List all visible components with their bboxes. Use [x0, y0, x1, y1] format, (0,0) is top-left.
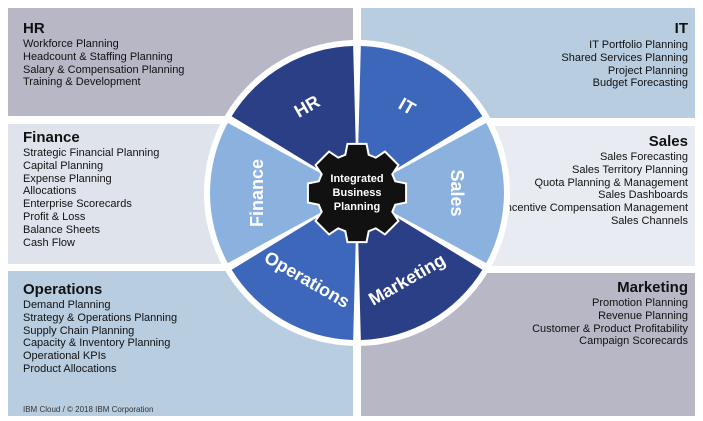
list-item: Shared Services Planning: [561, 51, 688, 64]
list-item: IT Portfolio Planning: [589, 39, 688, 51]
list-item: Incentive Compensation Management: [502, 202, 688, 215]
list-item: Sales Territory Planning: [572, 163, 688, 176]
list-item: Demand Planning: [23, 299, 111, 311]
list-item: Sales Channels: [610, 214, 688, 227]
gear-icon: [306, 142, 408, 244]
list-item: Allocations: [23, 185, 77, 198]
list-item: Operational KPIs: [23, 350, 107, 363]
list-item: Headcount & Staffing Planning: [23, 50, 173, 63]
list-item: Capacity & Inventory Planning: [23, 337, 171, 350]
hr-title: HR: [23, 20, 45, 37]
operations-title: Operations: [23, 281, 103, 298]
list-item: Customer & Product Profitability: [532, 322, 688, 335]
list-item: Supply Chain Planning: [23, 324, 135, 337]
hr-list: Workforce Planning Headcount & Staffing …: [23, 38, 184, 89]
list-item: Workforce Planning: [23, 38, 119, 50]
list-item: Quota Planning & Management: [534, 176, 689, 189]
list-item: Sales Forecasting: [599, 151, 688, 163]
copyright-footer: IBM Cloud / © 2018 IBM Corporation: [23, 405, 154, 414]
wheel-label-sales: Sales: [447, 169, 467, 216]
list-item: Capital Planning: [23, 159, 104, 172]
sales-title: Sales: [648, 133, 688, 150]
list-item: Expense Planning: [23, 172, 112, 185]
center-label-line-1: Integrated: [330, 173, 383, 185]
sales-list: Sales Forecasting Sales Territory Planni…: [503, 151, 688, 228]
wheel-segment-finance: [210, 122, 354, 264]
list-item: Cash Flow: [23, 236, 75, 249]
list-item: Training & Development: [23, 76, 141, 89]
it-list: IT Portfolio Planning Shared Services Pl…: [561, 39, 688, 90]
list-item: Sales Dashboards: [598, 189, 688, 202]
marketing-panel: Marketing Promotion Planning Revenue Pla…: [361, 273, 695, 416]
list-item: Enterprise Scorecards: [23, 198, 132, 211]
wheel-label-finance: Finance: [247, 159, 267, 227]
marketing-title: Marketing: [617, 279, 688, 296]
list-item: Profit & Loss: [23, 210, 86, 223]
operations-list: Demand Planning Strategy & Operations Pl…: [23, 299, 177, 376]
list-item: Strategic Financial Planning: [23, 147, 160, 159]
finance-title: Finance: [23, 129, 80, 146]
list-item: Campaign Scorecards: [579, 335, 688, 348]
list-item: Product Allocations: [23, 362, 117, 375]
finance-list: Strategic Financial Planning Capital Pla…: [23, 147, 159, 249]
center-label-line-2: Business: [333, 187, 382, 199]
list-item: Strategy & Operations Planning: [23, 311, 178, 324]
it-title: IT: [674, 20, 688, 37]
list-item: Balance Sheets: [23, 223, 101, 236]
list-item: Budget Forecasting: [592, 77, 688, 90]
list-item: Revenue Planning: [598, 309, 688, 322]
center-label-line-3: Planning: [334, 201, 380, 213]
list-item: Project Planning: [607, 64, 688, 77]
wheel-segment-sales: [360, 122, 505, 264]
list-item: Promotion Planning: [591, 297, 688, 309]
list-item: Salary & Compensation Planning: [23, 63, 185, 76]
marketing-list: Promotion Planning Revenue Planning Cust…: [532, 297, 688, 348]
